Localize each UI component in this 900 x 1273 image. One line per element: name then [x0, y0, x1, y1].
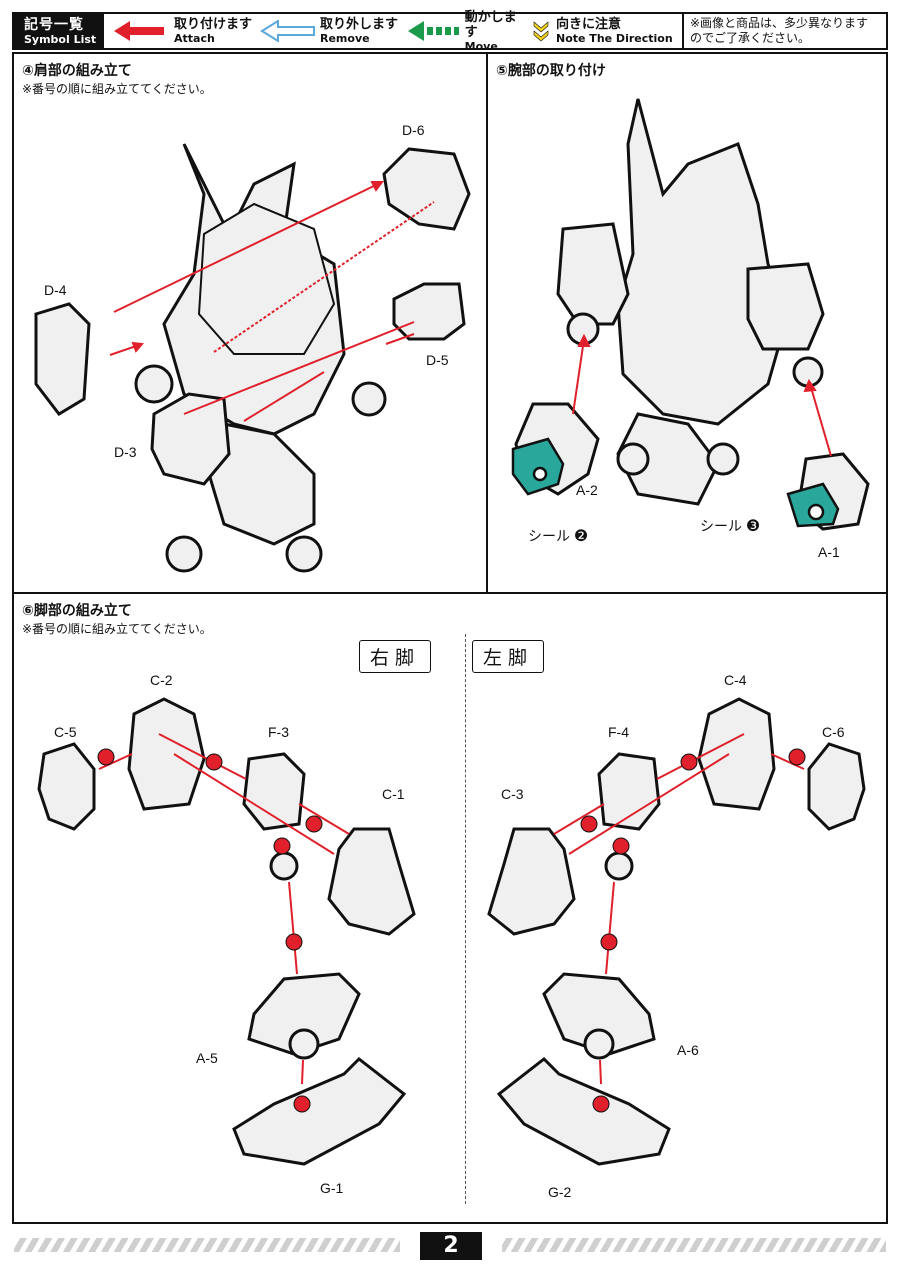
seal-3-label: シール ❸: [700, 516, 760, 536]
part-c3-label: C-3: [501, 786, 524, 802]
seal-3-text: シール: [700, 518, 742, 534]
step6-note: ※番号の順に組み立ててください。: [22, 622, 212, 636]
part-c4-label: C-4: [724, 672, 747, 688]
part-a1-label: A-1: [818, 544, 840, 560]
symbol-remove: 取り外します Remove: [254, 14, 402, 48]
part-f4-label: F-4: [608, 724, 629, 740]
shoulder-assembly-illustration: [34, 143, 471, 573]
attach-label-en: Attach: [174, 32, 215, 45]
page-number: 2: [420, 1232, 482, 1260]
part-c1-label: C-1: [382, 786, 405, 802]
direction-label-jp: 向きに注意: [556, 17, 622, 32]
part-d5-label: D-5: [426, 352, 449, 368]
step4-note: ※番号の順に組み立ててください。: [22, 82, 212, 96]
disclaimer-note: ※画像と商品は、多少異なります のでご了承ください。: [682, 14, 886, 48]
part-g2-label: G-2: [548, 1184, 572, 1200]
part-d4-label: D-4: [44, 282, 67, 298]
step4-title: ④肩部の組み立て: [22, 63, 132, 79]
part-f3-label: F-3: [268, 724, 289, 740]
right-leg-label: 右脚: [359, 640, 432, 673]
part-d3-label: D-3: [114, 444, 137, 460]
left-leg-label: 左脚: [472, 640, 545, 673]
leg-divider: [465, 634, 466, 1204]
disclaimer-text: ※画像と商品は、多少異なります のでご了承ください。: [690, 16, 869, 45]
direction-chevron-icon: [533, 21, 549, 42]
part-c2-label: C-2: [150, 672, 173, 688]
step5-title: ⑤腕部の取り付け: [496, 63, 606, 79]
symbol-move: 動かします Move: [402, 10, 528, 53]
footer-stripe-right: [502, 1238, 886, 1252]
symbol-list-header: 記号一覧 Symbol List 取り付けます Attach 取り外します Re…: [12, 10, 888, 53]
move-arrow-icon: [408, 21, 459, 41]
attach-arrow-icon: [114, 21, 164, 41]
remove-arrow-icon: [260, 20, 315, 42]
seal-2-text: シール: [528, 528, 570, 544]
seal-2-label: シール ❷: [528, 526, 588, 546]
attach-label-jp: 取り付けます: [174, 17, 253, 32]
symbol-list-title-jp: 記号一覧: [24, 16, 84, 33]
move-label-jp: 動かします: [464, 9, 517, 40]
step6-title: ⑥脚部の組み立て: [22, 603, 132, 619]
arm-attachment-illustration: [511, 98, 870, 531]
remove-label-en: Remove: [320, 32, 370, 45]
leg-assembly-illustration: [37, 697, 866, 1166]
step6-panel: ⑥脚部の組み立て ※番号の順に組み立ててください。 右脚 左脚: [12, 592, 888, 1224]
footer-stripe-left: [14, 1238, 400, 1252]
seal-2-number: ❷: [573, 528, 589, 545]
seal-3-number: ❸: [745, 518, 761, 535]
part-a5-label: A-5: [196, 1050, 218, 1066]
direction-label-en: Note The Direction: [556, 32, 673, 45]
part-c5-label: C-5: [54, 724, 77, 740]
symbol-list-title-en: Symbol List: [24, 32, 97, 46]
symbol-direction: 向きに注意 Note The Direction: [528, 14, 678, 48]
part-c6-label: C-6: [822, 724, 845, 740]
symbol-list-title: 記号一覧 Symbol List: [14, 14, 104, 48]
part-a2-label: A-2: [576, 482, 598, 498]
remove-label-jp: 取り外します: [320, 17, 399, 32]
part-d6-label: D-6: [402, 122, 425, 138]
step5-panel: ⑤腕部の取り付け A-2 A-1: [486, 52, 888, 594]
symbol-attach: 取り付けます Attach: [104, 14, 254, 48]
part-a6-label: A-6: [677, 1042, 699, 1058]
step4-panel: ④肩部の組み立て ※番号の順に組み立ててください。: [12, 52, 488, 594]
part-g1-label: G-1: [320, 1180, 344, 1196]
move-label-en: Move: [464, 39, 498, 53]
